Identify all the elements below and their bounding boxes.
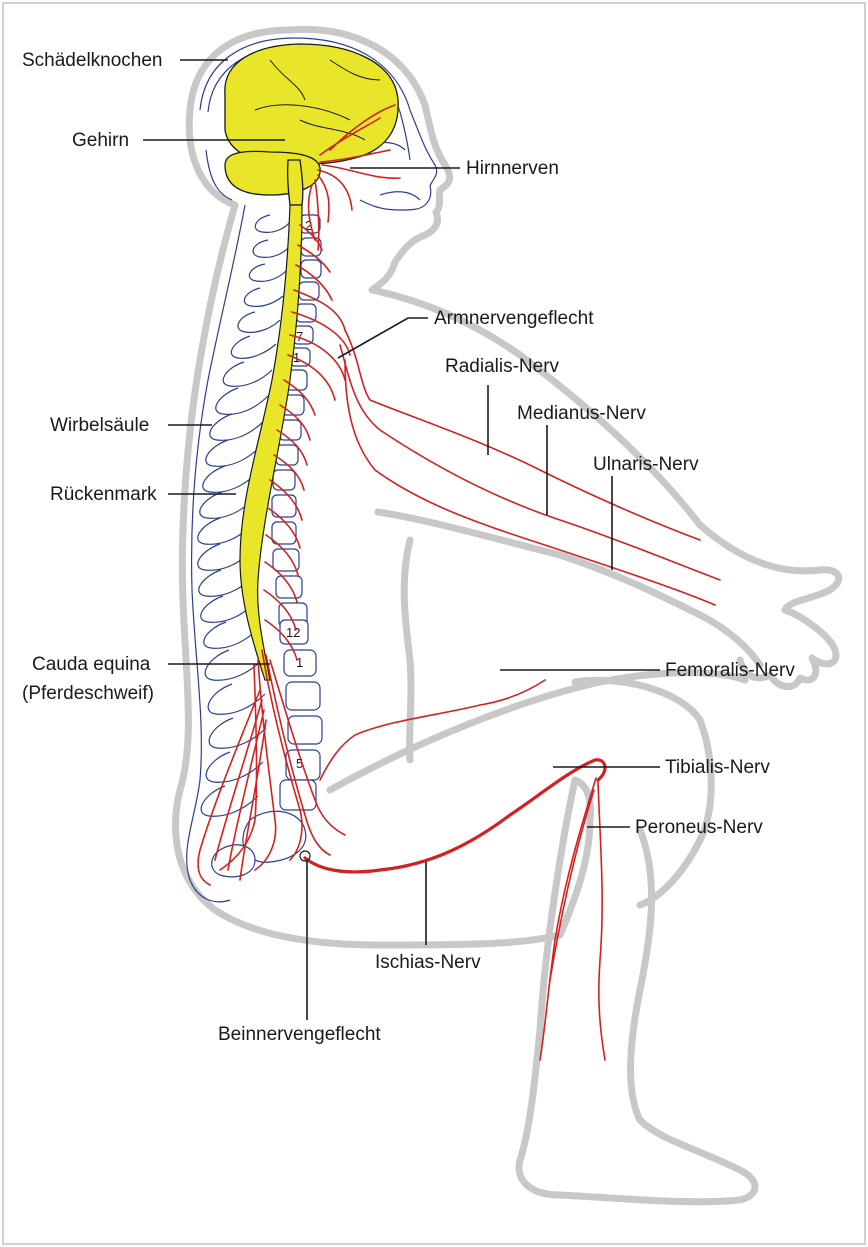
brainstem: [288, 160, 303, 205]
torso-front-outline: [404, 540, 411, 760]
label-cauda-equina: Cauda equina: [32, 654, 151, 675]
frame-border: [3, 3, 865, 1244]
label-armnervengeflecht: Armnervengeflecht: [434, 308, 594, 329]
chest-outline: [372, 262, 700, 525]
cerebrum: [225, 44, 398, 164]
label-hirnnerven: Hirnnerven: [466, 158, 559, 179]
label-ischias: Ischias-Nerv: [375, 952, 481, 973]
vertebra-number-t12: 12: [286, 625, 300, 640]
label-femoralis: Femoralis-Nerv: [665, 660, 795, 681]
back-skin-line: [187, 205, 245, 902]
vertebral-bodies: [212, 215, 322, 877]
label-tibialis: Tibialis-Nerv: [665, 757, 770, 778]
label-ulnaris: Ulnaris-Nerv: [593, 454, 699, 475]
label-pferdeschweif: (Pferdeschweif): [22, 683, 154, 704]
label-rueckenmark: Rückenmark: [50, 484, 157, 505]
label-gehirn: Gehirn: [72, 130, 129, 151]
label-peroneus: Peroneus-Nerv: [635, 817, 763, 838]
shin-back-outline: [519, 780, 755, 1202]
label-radialis: Radialis-Nerv: [445, 356, 560, 377]
label-medianus: Medianus-Nerv: [517, 403, 646, 424]
label-beinnervengeflecht: Beinnervengeflecht: [218, 1024, 381, 1045]
cerebellum: [225, 151, 320, 195]
brain: [225, 44, 398, 205]
arm-lower-outline: [378, 512, 760, 665]
vertebra-number-l1: 1: [296, 655, 303, 670]
leader-armnervengeflecht: [338, 318, 428, 358]
label-wirbelsaeule: Wirbelsäule: [50, 415, 149, 436]
label-schaedelknochen: Schädelknochen: [22, 50, 163, 71]
